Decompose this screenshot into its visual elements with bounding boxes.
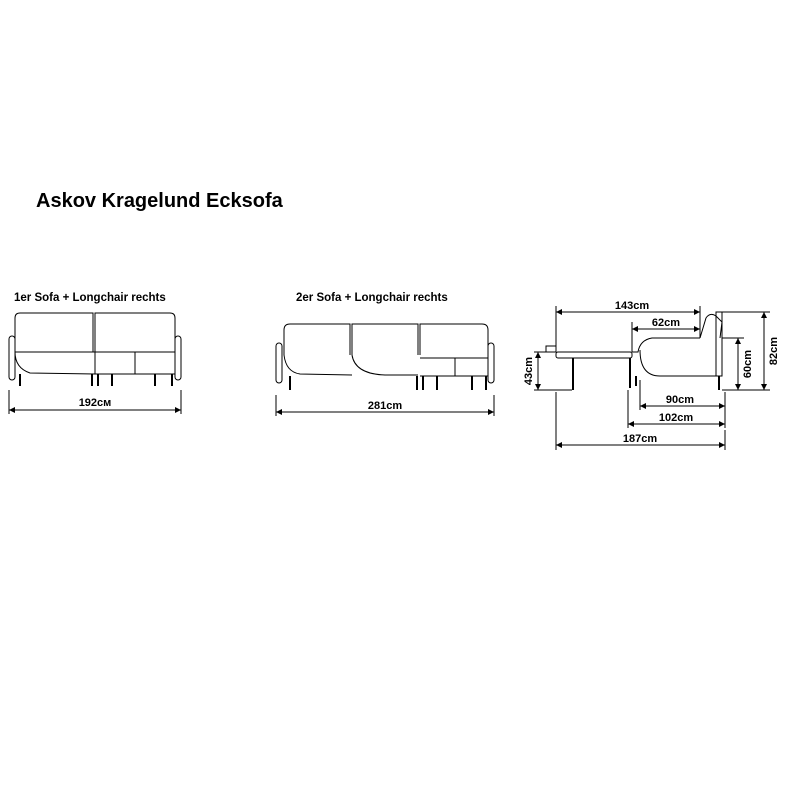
sofa-1-back-cushion-left <box>14 312 94 352</box>
sofa-1-legs <box>19 374 173 386</box>
side-view-legs <box>572 358 720 390</box>
sofa-2-width-label: 281cm <box>368 400 402 412</box>
dim-seat-depth: 90cm <box>666 394 694 406</box>
back-cushion <box>699 313 723 339</box>
dim-extended-length: 187cm <box>623 433 657 445</box>
sofa-2-legs <box>289 376 487 390</box>
sofa-1-width-label: 192см <box>79 397 112 409</box>
sofa-2-seat-1 <box>283 354 353 376</box>
dim-back-height: 82cm <box>768 337 780 365</box>
seat-body <box>639 338 723 377</box>
dim-depth-102: 102cm <box>659 412 693 424</box>
side-view-drawing <box>545 311 723 390</box>
sofa-1-left-arm <box>8 335 16 381</box>
variant-2-label: 2er Sofa + Longchair rechts <box>296 292 448 304</box>
longchair-end-block <box>545 345 557 353</box>
longchair-footrest <box>555 351 633 359</box>
sofa-1-seat-left <box>14 351 96 375</box>
sofa-2-seat-3 <box>420 357 489 377</box>
dim-seat-height: 43cm <box>523 357 535 385</box>
dim-total-depth: 143cm <box>615 300 649 312</box>
sofa-2-left-arm <box>275 342 283 384</box>
sofa-1-seat-right <box>15 351 176 375</box>
dim-longchair-depth: 62cm <box>652 317 680 329</box>
sofa-1-front-view <box>8 312 182 386</box>
dim-armrest-height: 60cm <box>742 350 754 378</box>
seat-front-curve <box>632 337 700 353</box>
page-title: Askov Kragelund Ecksofa <box>36 190 283 212</box>
sofa-2-back-cushion-1 <box>283 323 351 355</box>
sofa-1-back-cushion-right <box>94 312 176 352</box>
variant-1-label: 1er Sofa + Longchair rechts <box>14 292 166 304</box>
sofa-2-back-cushion-2 <box>351 323 419 355</box>
side-view-dimensions <box>534 306 770 450</box>
sofa-2-right-arm <box>487 342 495 384</box>
sofa-1-right-arm <box>174 335 182 381</box>
sofa-2-front-view <box>275 323 495 390</box>
sofa-1-width-dimension <box>8 390 182 414</box>
sofa-2-seat-2 <box>351 354 418 376</box>
sofa-2-width-dimension <box>275 395 495 416</box>
sofa-2-back-cushion-3 <box>419 323 489 355</box>
